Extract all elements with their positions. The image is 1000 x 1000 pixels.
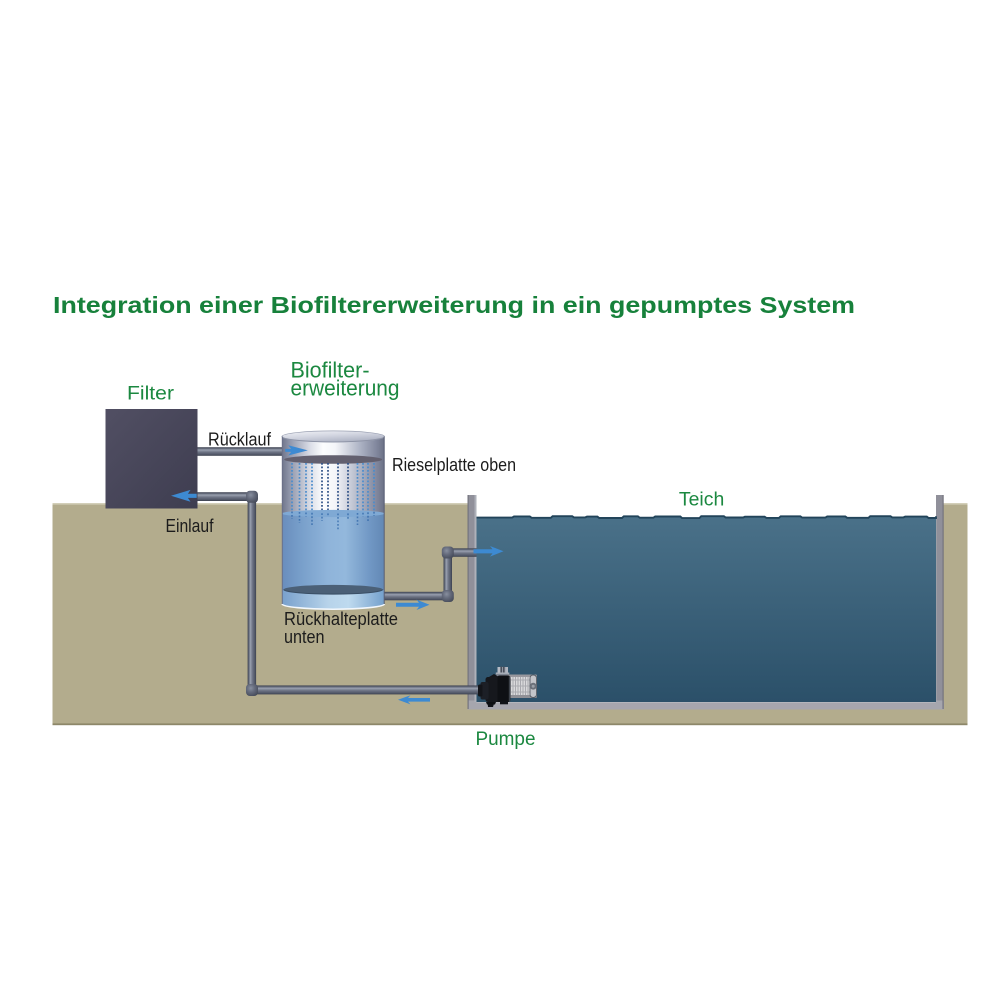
svg-text:Rieselplatte oben: Rieselplatte oben [392, 454, 516, 475]
svg-text:Biofilter-: Biofilter- [291, 357, 370, 382]
svg-text:Rücklauf: Rücklauf [208, 428, 272, 449]
svg-text:Einlauf: Einlauf [166, 515, 215, 536]
svg-text:erweiterung: erweiterung [291, 376, 400, 401]
svg-text:Rückhalteplatte: Rückhalteplatte [284, 608, 398, 629]
svg-text:Integration einer Biofiltererw: Integration einer Biofiltererweiterung i… [53, 292, 855, 318]
svg-text:unten: unten [284, 626, 325, 647]
svg-text:Filter: Filter [127, 383, 175, 405]
svg-text:Pumpe: Pumpe [476, 729, 536, 750]
svg-text:Teich: Teich [679, 490, 724, 511]
